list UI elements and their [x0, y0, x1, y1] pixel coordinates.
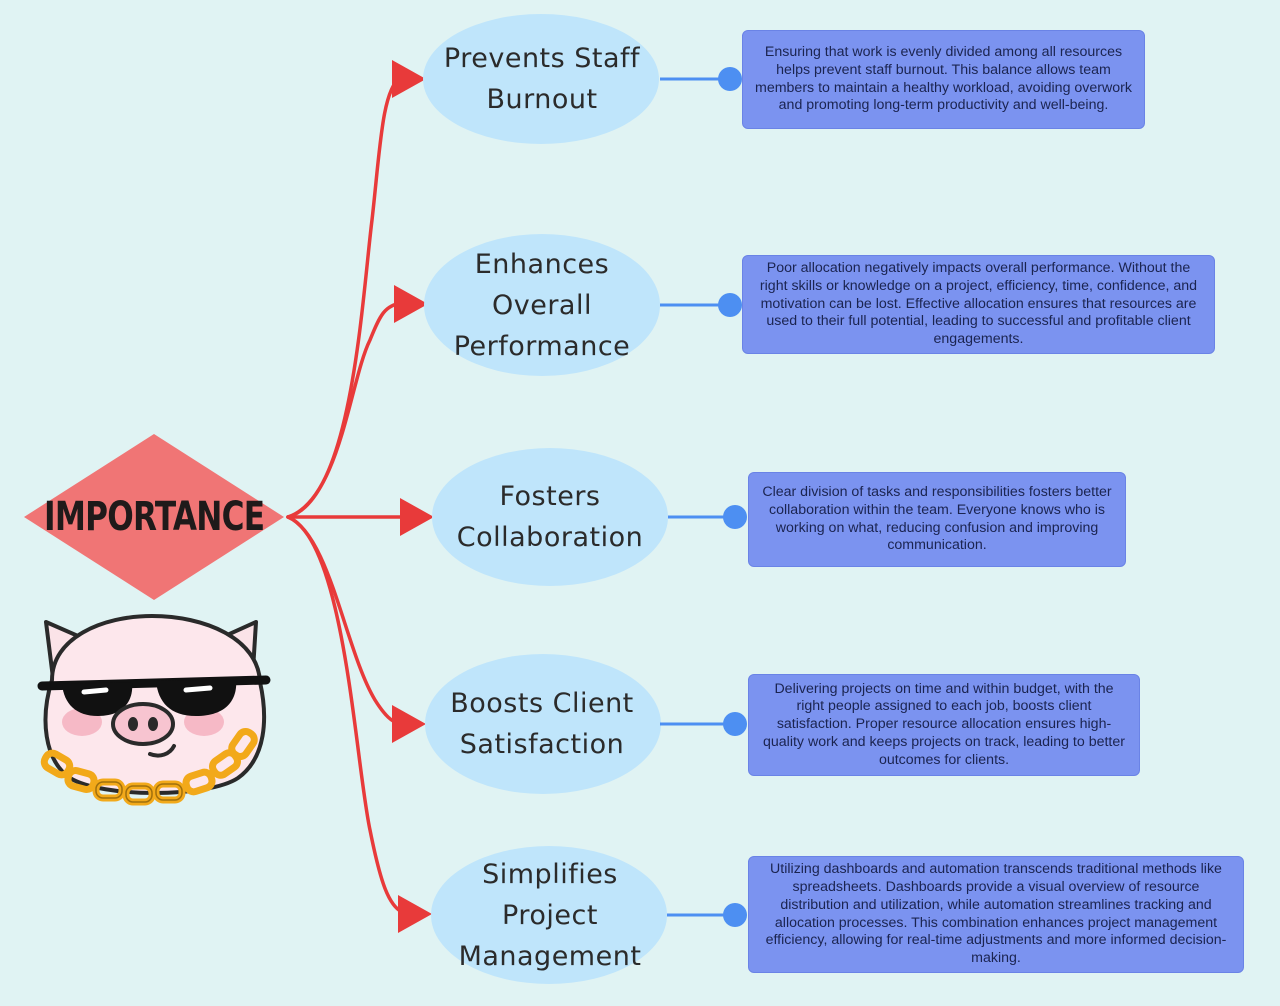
connector-dot-2: [718, 293, 742, 317]
topic-label: Boosts Client Satisfaction: [450, 688, 634, 760]
arrow-line-2: [286, 301, 404, 519]
arrowhead-3: [400, 498, 434, 536]
topic-fosters-collaboration: Fosters Collaboration: [432, 448, 668, 586]
description-box-2: Poor allocation negatively impacts overa…: [742, 255, 1215, 354]
topic-label: Prevents Staff Burnout: [443, 43, 641, 115]
pig-nostril-right: [148, 717, 158, 731]
connector-dot-3: [723, 505, 747, 529]
gold-chain-outline: [95, 781, 183, 803]
arrow-line-5: [286, 515, 404, 914]
topic-boosts-client-satisfaction: Boosts Client Satisfaction: [424, 654, 660, 794]
topic-label: Simplifies Project Management: [458, 858, 642, 972]
topic-bubble-1: [423, 14, 659, 144]
description-box-3: Clear division of tasks and responsibili…: [748, 472, 1126, 567]
description-box-1: Ensuring that work is evenly divided amo…: [742, 30, 1145, 129]
sunglasses-right-lens: [156, 679, 237, 716]
description-box-5: Utilizing dashboards and automation tran…: [748, 856, 1244, 973]
pig-nostril-left: [128, 717, 138, 731]
lens-shine-right: [183, 685, 213, 693]
center-diamond: [24, 434, 284, 600]
description-box-4: Delivering projects on time and within b…: [748, 674, 1140, 776]
arrowhead-5: [398, 895, 432, 933]
arrowhead-2: [394, 285, 428, 323]
description-text: Clear division of tasks and responsibili…: [762, 483, 1112, 554]
arrowhead-4: [392, 705, 426, 743]
connector-dot-1: [718, 67, 742, 91]
arrow-line-1: [286, 76, 402, 519]
cool-pig-sticker-icon: [37, 613, 271, 806]
description-text: Delivering projects on time and within b…: [763, 680, 1125, 768]
connector-dot-4: [723, 712, 747, 736]
topic-label: Fosters Collaboration: [456, 481, 644, 553]
pig-snout: [111, 702, 175, 746]
topic-bubble-5: [431, 846, 667, 984]
topic-prevents-staff-burnout: Prevents Staff Burnout: [424, 14, 660, 144]
topic-bubble-3: [432, 448, 668, 586]
topic-simplifies-project-management: Simplifies Project Management: [432, 846, 668, 984]
pig-mouth: [148, 744, 176, 758]
lens-shine-left: [81, 687, 109, 695]
description-text: Ensuring that work is evenly divided amo…: [755, 43, 1132, 114]
arrow-line-4: [286, 515, 402, 726]
description-text: Utilizing dashboards and automation tran…: [765, 861, 1227, 967]
topic-enhances-overall-performance: Enhances Overall Performance: [424, 234, 660, 376]
topic-label: Enhances Overall Performance: [453, 248, 631, 362]
topic-bubble-2: [424, 234, 660, 376]
description-text: Poor allocation negatively impacts overa…: [759, 260, 1198, 348]
topic-bubble-4: [425, 654, 661, 794]
connector-dot-5: [723, 903, 747, 927]
arrowhead-1: [392, 60, 426, 98]
sunglasses-left-lens: [62, 682, 133, 716]
